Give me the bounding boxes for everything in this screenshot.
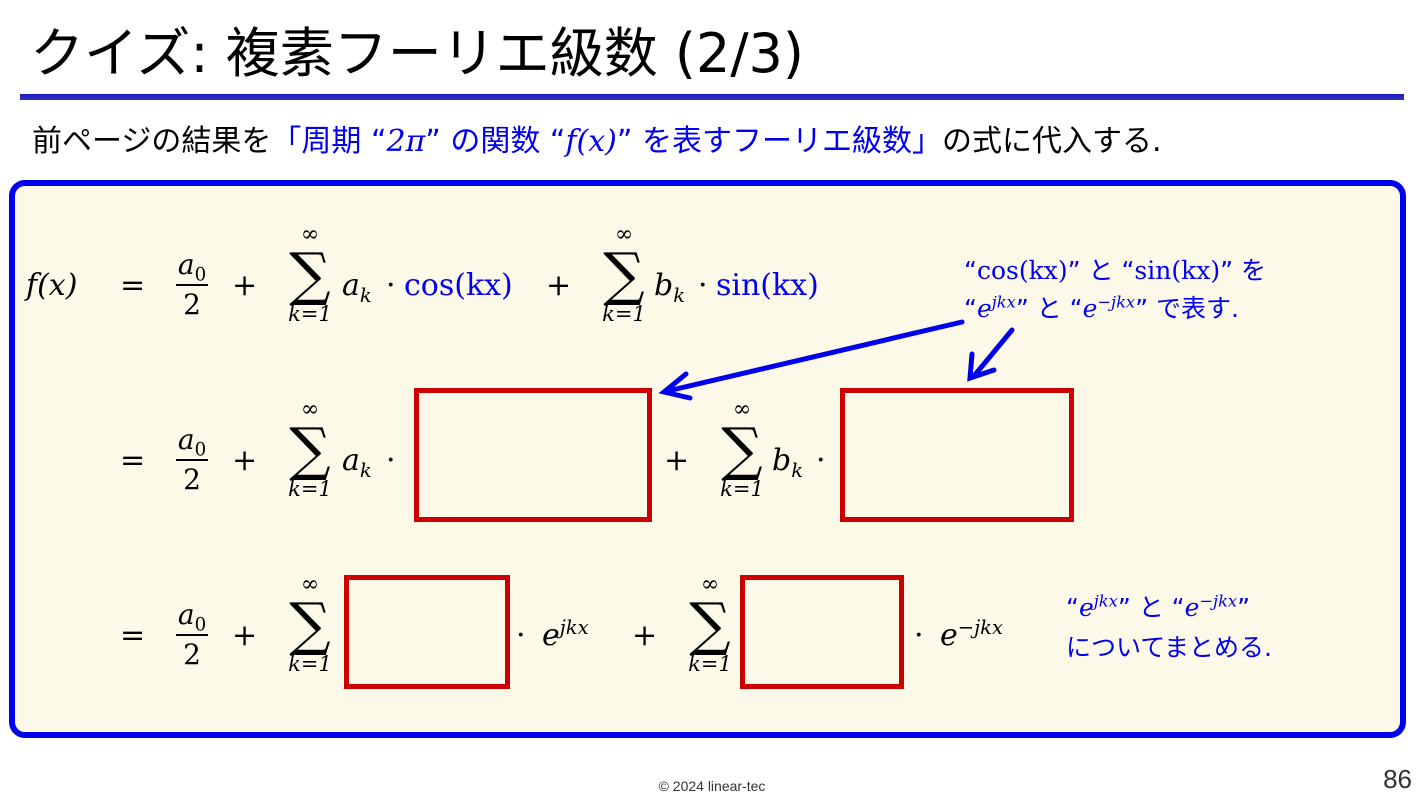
fraction-a0-over-2: a0 2	[172, 250, 212, 322]
sum-upper-limit: ∞	[300, 222, 320, 247]
summation-5: ∞ ∑ k=1	[288, 572, 332, 677]
plus-sign: +	[546, 268, 572, 303]
sum-upper-limit: ∞	[614, 222, 634, 247]
fraction-denominator: 2	[183, 288, 201, 321]
coef-bk: bk	[772, 443, 804, 482]
cos-term: cos(kx)	[404, 268, 513, 303]
sin-term: sin(kx)	[716, 268, 819, 303]
plus-sign: +	[232, 268, 258, 303]
dot-operator: ·	[914, 618, 924, 653]
note-1-line-1: “cos(kx)” と “sin(kx)” を	[964, 256, 1266, 285]
equation-panel	[9, 180, 1406, 738]
lead-highlight-1: 「周期 “	[271, 124, 387, 159]
lead-sentence: 前ページの結果を「周期 “2π” の関数 “f(x)” を表すフーリエ級数」の式…	[32, 118, 1162, 166]
page-number: 86	[1383, 764, 1412, 794]
dot-operator: ·	[698, 268, 708, 303]
summation-1: ∞ ∑ k=1	[280, 222, 340, 327]
note-2-line-2: についてまとめる.	[1066, 633, 1272, 662]
plus-sign: +	[232, 443, 258, 478]
summation-6: ∞ ∑ k=1	[688, 572, 732, 677]
sigma-symbol: ∑	[289, 240, 331, 308]
fraction-numerator: a0	[177, 248, 207, 286]
summation-4: ∞ ∑ k=1	[720, 397, 764, 502]
dot-operator: ·	[386, 268, 396, 303]
note-2-line-1: “ejkx” と “e−jkx”	[1066, 591, 1251, 622]
coef-ak: ak	[342, 443, 372, 482]
dot-operator: ·	[386, 443, 396, 478]
sum-lower-limit: k=1	[602, 302, 646, 326]
sum-lower-limit: k=1	[288, 302, 332, 326]
fraction-bar	[176, 284, 208, 286]
answer-box-sin[interactable]	[840, 388, 1074, 522]
arrowhead-left	[658, 371, 693, 401]
arrowhead-down	[967, 351, 997, 382]
title-underline	[20, 94, 1404, 100]
answer-box-ck-positive[interactable]	[344, 575, 510, 689]
equals-sign-2: =	[120, 443, 146, 478]
answer-box-ck-negative[interactable]	[740, 575, 904, 689]
dot-operator: ·	[516, 618, 526, 653]
equals-sign-3: =	[120, 618, 146, 653]
sigma-symbol: ∑	[603, 240, 645, 308]
dot-operator: ·	[816, 443, 826, 478]
lead-suffix: の式に代入する.	[941, 124, 1162, 159]
fraction-a0-over-2: a0 2	[176, 423, 208, 496]
lead-math-function: f(x)	[565, 124, 617, 159]
answer-box-cos[interactable]	[414, 388, 652, 522]
lead-highlight-2: ” の関数 “	[425, 124, 566, 159]
plus-sign: +	[664, 443, 690, 478]
arrow-to-sin-box	[971, 327, 1015, 379]
copyright-footer: © 2024 linear-tec	[658, 778, 766, 794]
lead-highlight-3: ” を表すフーリエ級数」	[616, 124, 942, 159]
slide-title: クイズ: 複素フーリエ級数 (2/3)	[30, 22, 804, 85]
equals-sign-1: =	[120, 268, 146, 303]
coef-bk: bk	[654, 268, 686, 307]
plus-sign: +	[232, 618, 258, 653]
coef-ak: ak	[342, 268, 372, 307]
lead-math-period: 2π	[386, 124, 426, 159]
summation-2: ∞ ∑ k=1	[594, 222, 654, 327]
exp-negative: e−jkx	[940, 616, 1003, 653]
summation-3: ∞ ∑ k=1	[288, 397, 332, 502]
exp-positive: ejkx	[542, 616, 589, 653]
arrow-to-cos-box	[669, 319, 965, 393]
lead-prefix: 前ページの結果を	[32, 124, 272, 159]
note-1-line-2: “ejkx” と “e−jkx” で表す.	[964, 292, 1239, 323]
plus-sign: +	[632, 618, 658, 653]
fraction-a0-over-2: a0 2	[176, 598, 208, 671]
lhs-fx: f(x)	[26, 268, 78, 303]
